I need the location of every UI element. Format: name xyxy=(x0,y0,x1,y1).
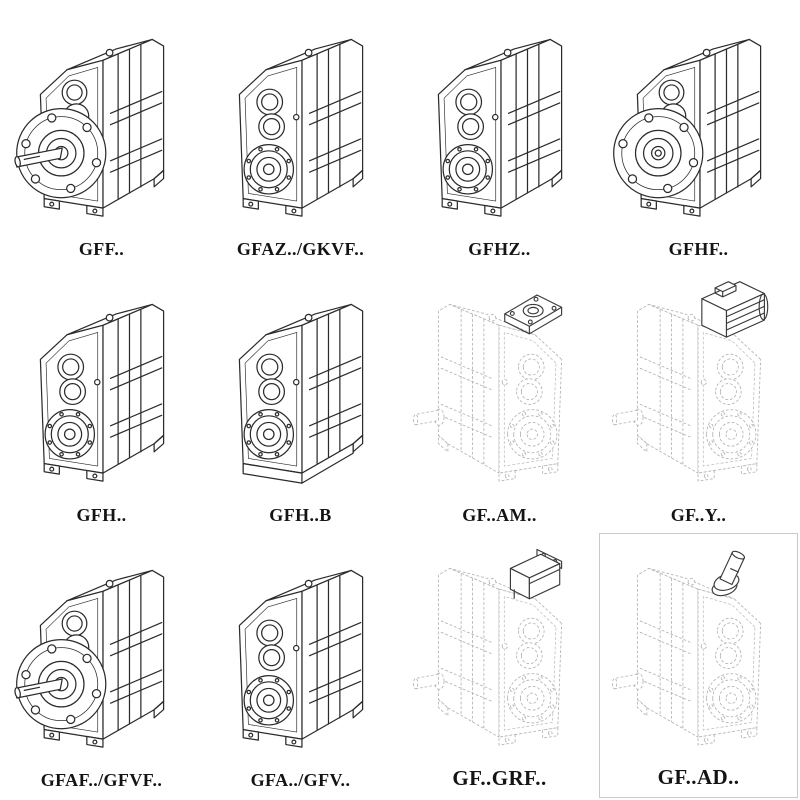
gearbox-drawing-gfhz xyxy=(400,2,599,238)
model-label: GFAZ../GKVF.. xyxy=(236,239,365,260)
catalog-cell-gfh: GFH.. xyxy=(2,267,201,532)
catalog-cell-gf-grf: GF..GRF.. xyxy=(400,533,599,798)
model-label: GFAF../GFVF.. xyxy=(40,770,163,790)
catalog-cell-gf-am: GF..AM.. xyxy=(400,267,599,532)
catalog-cell-gfaf-gfvf: GFAF../GFVF.. xyxy=(2,533,201,798)
gearbox-drawing-gff xyxy=(2,2,201,238)
gearbox-drawing-gfhf xyxy=(599,2,798,238)
gearbox-foot-mounted-icon xyxy=(209,276,393,494)
catalog-cell-gf-y: GF..Y.. xyxy=(599,267,798,532)
model-label: GF..AM.. xyxy=(462,504,537,525)
model-label: GF..AD.. xyxy=(657,765,740,789)
catalog-cell-gfh-b: GFH..B xyxy=(201,267,400,532)
gearbox-flange-hollow-icon xyxy=(607,11,791,229)
catalog-cell-gfa-gfv: GFA../GFV.. xyxy=(201,533,400,798)
catalog-cell-gfhz: GFHZ.. xyxy=(400,2,599,267)
catalog-cell-gfaz-gkvf: GFAZ../GKVF.. xyxy=(201,2,400,267)
gearbox-drawing-gfaz-gkvf xyxy=(201,2,400,238)
model-label: GF..GRF.. xyxy=(452,766,547,790)
gearbox-drawing-gfaf-gfvf xyxy=(2,533,201,769)
gearbox-drawing-gfh xyxy=(2,267,201,503)
gearbox-motor-mounted-icon xyxy=(607,276,791,494)
gearbox-adapter-box-icon xyxy=(408,540,592,758)
gearbox-flange-output-shaft-icon xyxy=(10,542,194,760)
gearbox-flange-output-shaft-icon xyxy=(10,11,194,229)
gearbox-drawing-gf-grf xyxy=(400,533,599,766)
gearbox-hollow-shaft-icon xyxy=(209,11,393,229)
gearbox-drawing-gfa-gfv xyxy=(201,533,400,769)
gearbox-input-shaft-top-icon xyxy=(607,540,791,758)
gearbox-hollow-shaft-icon xyxy=(408,11,592,229)
catalog-cell-gf-ad: GF..AD.. xyxy=(599,532,798,798)
catalog-cell-gff: GFF.. xyxy=(2,2,201,267)
gearbox-hollow-shaft-icon xyxy=(10,276,194,494)
model-label: GF..Y.. xyxy=(670,504,727,525)
model-label: GFH..B xyxy=(269,504,332,525)
catalog-cell-gfhf: GFHF.. xyxy=(599,2,798,267)
model-label: GFHF.. xyxy=(668,239,729,260)
model-label: GFH.. xyxy=(76,504,127,525)
gearbox-iec-adapter-flange-icon xyxy=(408,276,592,494)
gearbox-hollow-shaft-icon xyxy=(209,542,393,760)
gearbox-drawing-gf-y xyxy=(599,267,798,503)
gearbox-drawing-gf-ad xyxy=(600,534,797,765)
model-label: GFHZ.. xyxy=(468,239,531,260)
gearbox-drawing-gfh-b xyxy=(201,267,400,503)
model-label: GFA../GFV.. xyxy=(250,770,351,790)
model-label: GFF.. xyxy=(78,239,125,260)
gearbox-drawing-gf-am xyxy=(400,267,599,503)
